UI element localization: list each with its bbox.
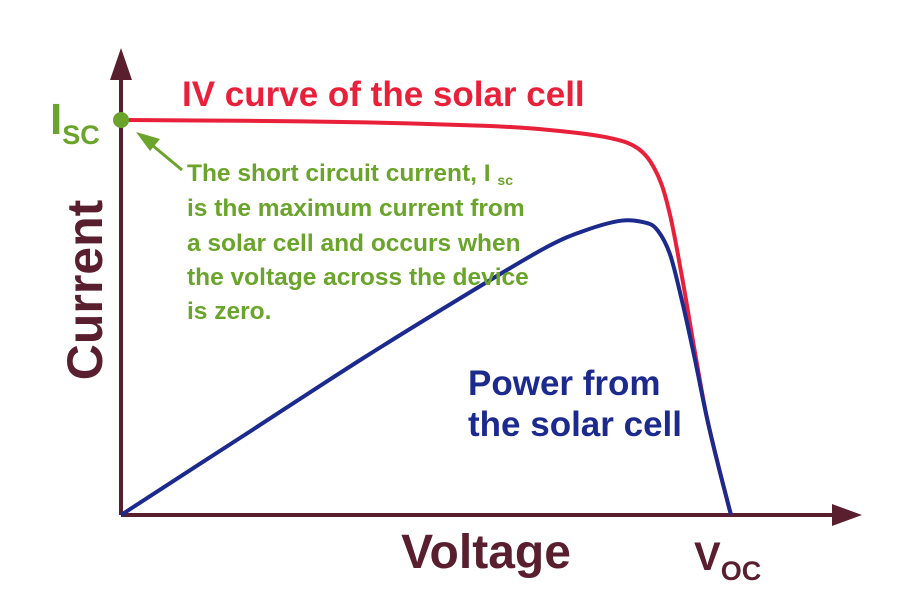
annotation-line-4: the voltage across the device [187, 264, 529, 291]
power-label-line-2: the solar cell [468, 405, 682, 444]
annotation-arrow-head [136, 132, 160, 151]
iv-curve-label: IV curve of the solar cell [182, 75, 585, 114]
annotation-line-1-subscript: sc [497, 172, 513, 188]
x-axis-arrowhead [832, 504, 862, 526]
annotation-line-5: is zero. [187, 298, 271, 325]
annotation-line-1: The short circuit current, I [187, 160, 491, 187]
isc-tick-label: ISC [50, 95, 100, 150]
voc-tick-label: VOC [694, 535, 761, 586]
annotation-text: The short circuit current, I sc is the m… [187, 160, 536, 325]
voc-tick-subscript: OC [721, 556, 762, 586]
voc-tick-main: V [694, 535, 721, 579]
power-label-line-1: Power from [468, 364, 661, 403]
y-axis-label: Current [57, 199, 113, 380]
annotation-line-3: a solar cell and occurs when [187, 230, 521, 257]
power-curve-line [119, 218, 733, 517]
isc-point-marker [113, 112, 129, 128]
x-axis-label: Voltage [401, 526, 571, 579]
y-axis-arrowhead [110, 48, 132, 80]
isc-tick-subscript: SC [62, 120, 100, 150]
annotation-line-2: is the maximum current from [187, 195, 525, 222]
isc-tick-main: I [50, 95, 62, 144]
power-curve-label: Power from the solar cell [468, 364, 682, 444]
